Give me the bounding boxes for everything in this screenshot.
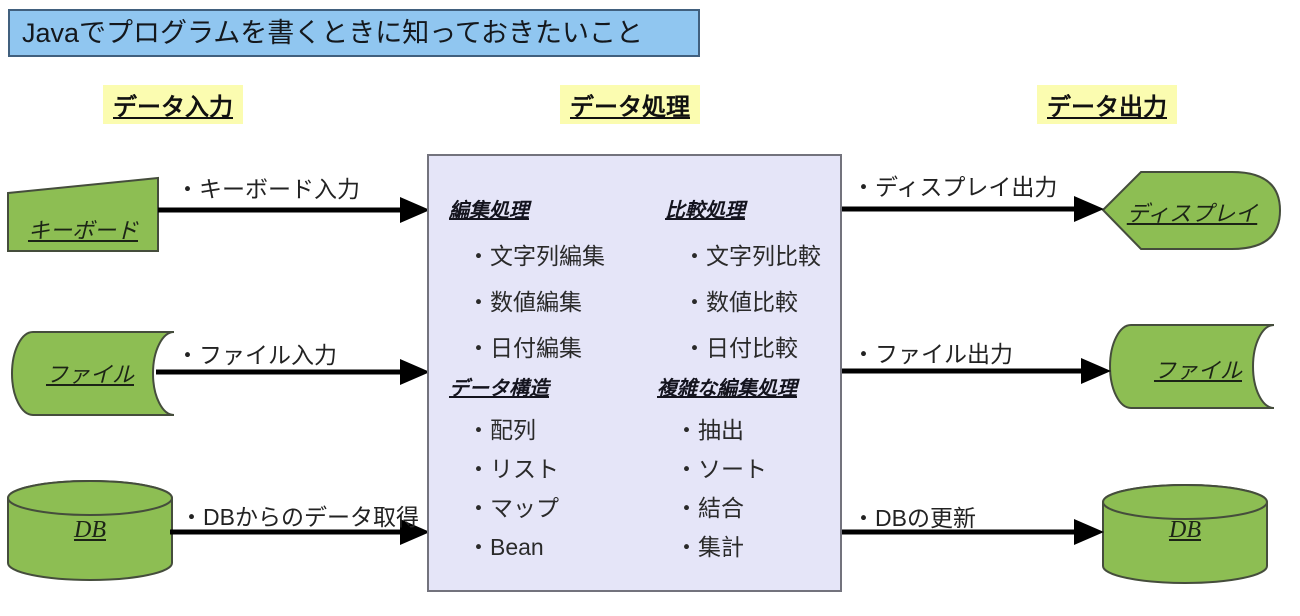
- group-title-complex-edit: 複雑な編集処理: [657, 378, 797, 400]
- arrow-keyboard-input: [158, 197, 430, 223]
- db-input-shape-label: DB: [74, 517, 106, 543]
- header-data-output: データ出力: [1037, 85, 1177, 124]
- process-group-complex-edit: 複雑な編集処理 ・抽出 ・ソート ・結合 ・集計: [657, 372, 797, 567]
- list-item: ・マップ: [467, 495, 559, 521]
- process-group-edit: 編集処理 ・文字列編集 ・数値編集 ・日付編集: [449, 194, 605, 371]
- header-data-input: データ入力: [103, 85, 243, 124]
- display-shape-label: ディスプレイ: [1126, 201, 1258, 226]
- group-title-edit: 編集処理: [449, 200, 529, 222]
- database-top-rim-input: [7, 480, 173, 516]
- arrow-display-output: [841, 196, 1104, 222]
- process-box: 編集処理 ・文字列編集 ・数値編集 ・日付編集 比較処理 ・文字列比較 ・数値比…: [427, 154, 842, 592]
- header-data-process: データ処理: [560, 85, 700, 124]
- file-input-shape-label: ファイル: [45, 362, 134, 387]
- list-item: ・結合: [675, 495, 744, 521]
- list-item: ・ソート: [675, 456, 767, 482]
- list-item: ・日付比較: [683, 335, 798, 361]
- arrow-db-output: [841, 519, 1104, 545]
- arrow-label-db-output: ・DBの更新: [852, 505, 976, 531]
- db-output-shape-label: DB: [1169, 517, 1201, 543]
- group-title-data-structure: データ構造: [449, 378, 549, 400]
- list-item: ・数値比較: [683, 289, 798, 315]
- database-top-rim-output: [1102, 484, 1268, 520]
- group-title-compare: 比較処理: [665, 200, 745, 222]
- arrow-file-input: [156, 359, 430, 385]
- arrow-label-file-output: ・ファイル出力: [852, 341, 1013, 367]
- arrow-label-db-input: ・DBからのデータ取得: [180, 504, 419, 530]
- arrow-db-input: [170, 519, 430, 545]
- stored-data-shape-file-output: [1109, 324, 1275, 409]
- keyboard-shape-label: キーボード: [27, 218, 138, 243]
- list-item: ・文字列比較: [683, 243, 821, 269]
- stored-data-shape-file-input: [11, 331, 175, 416]
- list-item: ・抽出: [675, 417, 744, 443]
- arrow-label-keyboard-input: ・キーボード入力: [176, 176, 360, 202]
- diagram-title: Javaでプログラムを書くときに知っておきたいこと: [8, 9, 700, 57]
- arrow-file-output: [841, 358, 1111, 384]
- process-group-compare: 比較処理 ・文字列比較 ・数値比較 ・日付比較: [665, 194, 821, 371]
- arrow-label-display-output: ・ディスプレイ出力: [852, 174, 1058, 200]
- arrow-label-file-input: ・ファイル入力: [176, 342, 337, 368]
- list-item: ・数値編集: [467, 289, 582, 315]
- list-item: ・配列: [467, 417, 536, 443]
- file-output-shape-label: ファイル: [1153, 358, 1242, 383]
- list-item: ・集計: [675, 534, 744, 560]
- process-group-data-structure: データ構造 ・配列 ・リスト ・マップ ・Bean: [449, 372, 559, 567]
- list-item: ・日付編集: [467, 335, 582, 361]
- list-item: ・リスト: [467, 456, 559, 482]
- list-item: ・文字列編集: [467, 243, 605, 269]
- list-item: ・Bean: [467, 534, 544, 560]
- display-shape: [1101, 171, 1282, 250]
- manual-input-shape-keyboard: [7, 176, 159, 252]
